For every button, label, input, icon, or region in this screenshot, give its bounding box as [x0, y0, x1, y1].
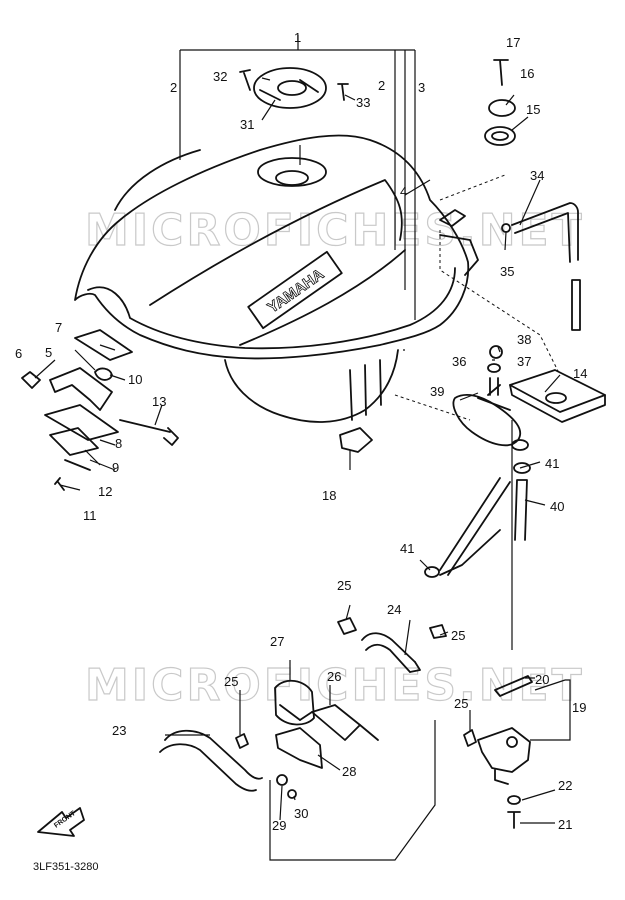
callout-13: 13	[152, 394, 166, 409]
callout-38: 38	[517, 332, 531, 347]
watermark-top: MICROFICHES.NET	[85, 205, 585, 256]
front-arrow-icon: FRONT	[37, 807, 85, 837]
callout-2-right: 2	[378, 78, 385, 93]
callout-22: 22	[558, 778, 572, 793]
callout-37: 37	[517, 354, 531, 369]
callout-8: 8	[115, 436, 122, 451]
screw-33	[337, 83, 349, 101]
callout-25-d: 25	[454, 696, 468, 711]
callout-16: 16	[520, 66, 534, 81]
bracket-28	[275, 727, 323, 769]
callout-2-left: 2	[170, 80, 177, 95]
watermark-bottom: MICROFICHES.NET	[85, 660, 585, 711]
fuel-hose-23	[164, 729, 263, 780]
callout-21: 21	[558, 817, 572, 832]
cushion-18	[339, 427, 373, 453]
callout-27: 27	[270, 634, 284, 649]
callout-3: 3	[418, 80, 425, 95]
callout-25-b: 25	[451, 628, 465, 643]
callout-35: 35	[500, 264, 514, 279]
callout-24: 24	[387, 602, 401, 617]
callout-36: 36	[452, 354, 466, 369]
callout-32: 32	[213, 69, 227, 84]
fuel-cap	[253, 67, 327, 109]
callout-4: 4	[400, 184, 407, 199]
yamaha-badge: YAMAHA	[247, 250, 343, 330]
callout-40: 40	[550, 499, 564, 514]
callout-29: 29	[272, 818, 286, 833]
callout-23: 23	[112, 723, 126, 738]
hose-24	[361, 632, 416, 673]
rubber-grommets	[484, 59, 516, 146]
damper-pad-14	[509, 369, 606, 423]
callout-5: 5	[45, 345, 52, 360]
callout-41-b: 41	[400, 541, 414, 556]
callout-12: 12	[98, 484, 112, 499]
callout-17: 17	[506, 35, 520, 50]
callout-18: 18	[322, 488, 336, 503]
diagram-code: 3LF351-3280	[33, 861, 98, 873]
vent-hose-34	[511, 202, 579, 261]
callout-25-c: 25	[224, 674, 238, 689]
callout-28: 28	[342, 764, 356, 779]
fuel-pump-27	[274, 679, 315, 726]
callout-25-a: 25	[337, 578, 351, 593]
callout-30: 30	[294, 806, 308, 821]
callout-15: 15	[526, 102, 540, 117]
callout-6: 6	[15, 346, 22, 361]
callout-19: 19	[572, 700, 586, 715]
callout-39: 39	[430, 384, 444, 399]
fuel-filter-26	[299, 704, 379, 741]
callout-7: 7	[55, 320, 62, 335]
callout-10: 10	[128, 372, 142, 387]
callout-31: 31	[240, 117, 254, 132]
callout-14: 14	[573, 366, 587, 381]
callout-labels: 1 2 2 3 4 5 6 7 8 9 10 11 12 13 14 15 16…	[15, 30, 587, 833]
callout-11: 11	[83, 508, 97, 523]
callout-9: 9	[112, 460, 119, 475]
callout-34: 34	[530, 168, 544, 183]
callout-1: 1	[294, 30, 301, 45]
callout-20: 20	[535, 672, 549, 687]
callout-26: 26	[327, 669, 341, 684]
fuel-cock-19	[477, 727, 531, 785]
bolt-32	[239, 69, 251, 91]
callout-33: 33	[356, 95, 370, 110]
left-bracket-parts	[21, 329, 179, 491]
callout-41-a: 41	[545, 456, 559, 471]
fuel-filter-39	[452, 345, 529, 451]
